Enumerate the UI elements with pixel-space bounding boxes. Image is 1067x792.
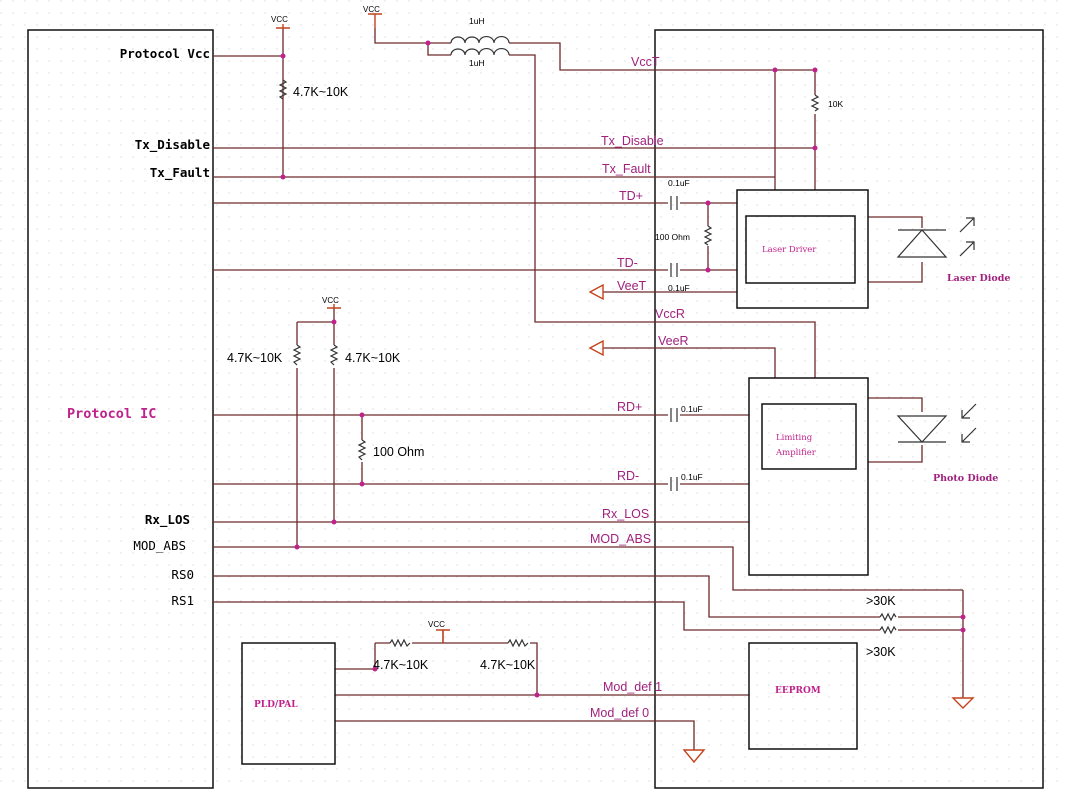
pin-protocol-vcc: Protocol Vcc (120, 46, 210, 61)
signal-mod-def0: Mod_def 0 (590, 706, 649, 720)
vcc-label-3: VCC (322, 296, 339, 305)
cap-td-minus (670, 263, 678, 277)
signal-tx-fault: Tx_Fault (602, 162, 651, 176)
pld-box (241, 642, 336, 765)
limiting-amp-inner (761, 403, 857, 470)
vcc-label-1: VCC (271, 15, 288, 24)
cap-label-td-plus: 0.1uF (668, 178, 690, 188)
vcc-label-2: VCC (363, 5, 380, 14)
inductor-bottom (450, 48, 510, 56)
signal-mod-abs: MOD_ABS (590, 532, 651, 546)
laser-driver-inner (745, 215, 856, 284)
resistor-label-100-td: 100 Ohm (655, 232, 690, 242)
pullup-label-vcc: 4.7K~10K (293, 85, 349, 99)
vcc-symbols: VCC VCC VCC VCC (271, 5, 450, 643)
limiting-amp-label-1: Limiting (776, 433, 813, 443)
termination-resistor-rd (357, 439, 367, 461)
signal-td-plus: TD+ (619, 189, 643, 203)
signal-rd-minus: RD- (617, 469, 639, 483)
wires (213, 28, 964, 750)
signal-td-minus: TD- (617, 256, 638, 270)
signal-vccr: VccR (655, 307, 685, 321)
signal-rd-plus: RD+ (617, 400, 642, 414)
cap-label-td-minus: 0.1uF (668, 283, 690, 293)
resistor-label-30k-a: >30K (866, 594, 896, 608)
photo-diode-label: Photo Diode (933, 473, 998, 484)
resistor-label-100-rd: 100 Ohm (373, 445, 424, 459)
signal-tx-disable: Tx_Disable (601, 134, 664, 148)
signal-mod-def1: Mod_def 1 (603, 680, 662, 694)
ground-mod-def0 (682, 749, 706, 764)
vcc-label-4: VCC (428, 620, 445, 629)
pullup-label-mod-def-b: 4.7K~10K (480, 658, 536, 672)
pld-label: PLD/PAL (254, 700, 298, 710)
junction-dots (280, 40, 966, 698)
laser-diode-symbol (896, 217, 975, 258)
pin-rx-los: Rx_LOS (145, 512, 190, 528)
pin-tx-disable: Tx_Disable (135, 137, 211, 153)
cap-rd-minus (670, 477, 678, 491)
resistor-label-10k: 10K (828, 99, 843, 109)
protocol-ic-box (27, 29, 214, 789)
resistor-30k-rs1 (879, 625, 897, 635)
resistors (278, 79, 897, 648)
signal-vcct: VccT (631, 55, 660, 69)
pullup-resistor-mod-def-b (507, 638, 529, 648)
cap-rd-plus (670, 408, 678, 422)
capacitors (670, 196, 678, 491)
pullup-resistor-mod-def-a (389, 638, 411, 648)
ground-rs (951, 697, 975, 709)
resistor-label-30k-b: >30K (866, 645, 896, 659)
resistor-30k-rs0 (879, 612, 897, 622)
cap-label-rd-minus: 0.1uF (681, 472, 703, 482)
module-box (654, 29, 1044, 789)
pullup-resistor-vcc (278, 79, 288, 100)
inductor-label-bottom: 1uH (469, 58, 485, 68)
cap-td-plus (670, 196, 678, 210)
photo-diode-symbol (896, 403, 977, 443)
laser-driver-outer (736, 189, 869, 309)
eeprom-label: EEPROM (775, 686, 821, 696)
blocks (241, 189, 869, 765)
ground-symbols (588, 283, 975, 764)
pullup-label-mod-abs: 4.7K~10K (227, 351, 283, 365)
pullup-resistor-mod-abs (292, 344, 302, 366)
eeprom-box (748, 642, 858, 750)
veet-arrow (588, 283, 604, 301)
protocol-ic-label: Protocol IC (67, 406, 156, 422)
pullup-resistor-10k (810, 94, 820, 112)
signal-veet: VeeT (617, 279, 647, 293)
pin-rs1: RS1 (171, 593, 194, 608)
inductors (450, 36, 510, 56)
pullup-label-rx-los: 4.7K~10K (345, 351, 401, 365)
laser-driver-label: Laser Driver (762, 245, 817, 255)
signal-rx-los: Rx_LOS (602, 507, 649, 521)
limiting-amp-outer (748, 377, 869, 576)
inductor-top (450, 36, 510, 44)
pin-mod-abs: MOD_ABS (133, 538, 186, 553)
cap-label-rd-plus: 0.1uF (681, 404, 703, 414)
pullup-label-mod-def-a: 4.7K~10K (373, 658, 429, 672)
termination-resistor-td (703, 225, 713, 246)
signal-veer: VeeR (658, 334, 689, 348)
pullup-resistor-rx-los (329, 344, 339, 366)
pin-rs0: RS0 (171, 567, 194, 582)
veer-arrow (588, 339, 604, 357)
limiting-amp-label-2: Amplifier (775, 448, 817, 458)
laser-diode-label: Laser Diode (947, 273, 1010, 284)
pin-tx-fault: Tx_Fault (150, 165, 210, 181)
inductor-label-top: 1uH (469, 16, 485, 26)
